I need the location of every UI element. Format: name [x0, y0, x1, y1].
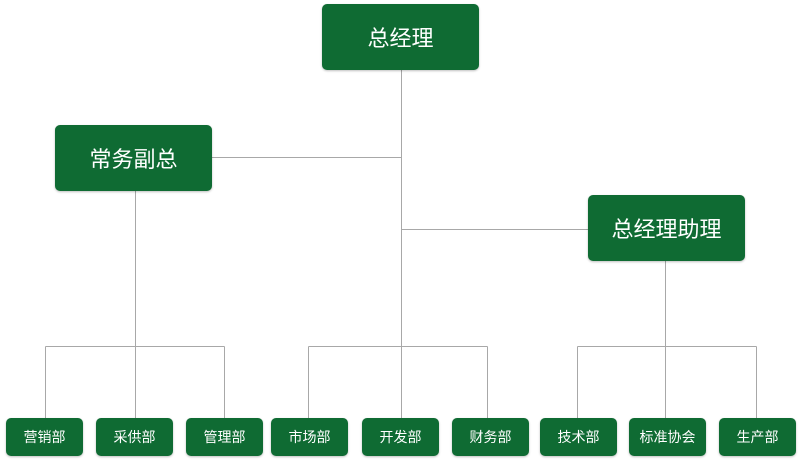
node-dept-finance: 财务部 — [452, 418, 529, 456]
node-executive-vp: 常务副总 — [55, 125, 212, 191]
node-dept-development: 开发部 — [362, 418, 439, 456]
node-dept-procurement: 采供部 — [96, 418, 173, 456]
node-dept-production: 生产部 — [719, 418, 796, 456]
node-dept-standards: 标准协会 — [629, 418, 706, 456]
node-ceo: 总经理 — [322, 4, 479, 70]
node-dept-marketing: 营销部 — [6, 418, 83, 456]
node-dept-market: 市场部 — [271, 418, 348, 456]
node-dept-technology: 技术部 — [540, 418, 617, 456]
node-dept-management: 管理部 — [186, 418, 263, 456]
node-assistant: 总经理助理 — [588, 195, 745, 261]
